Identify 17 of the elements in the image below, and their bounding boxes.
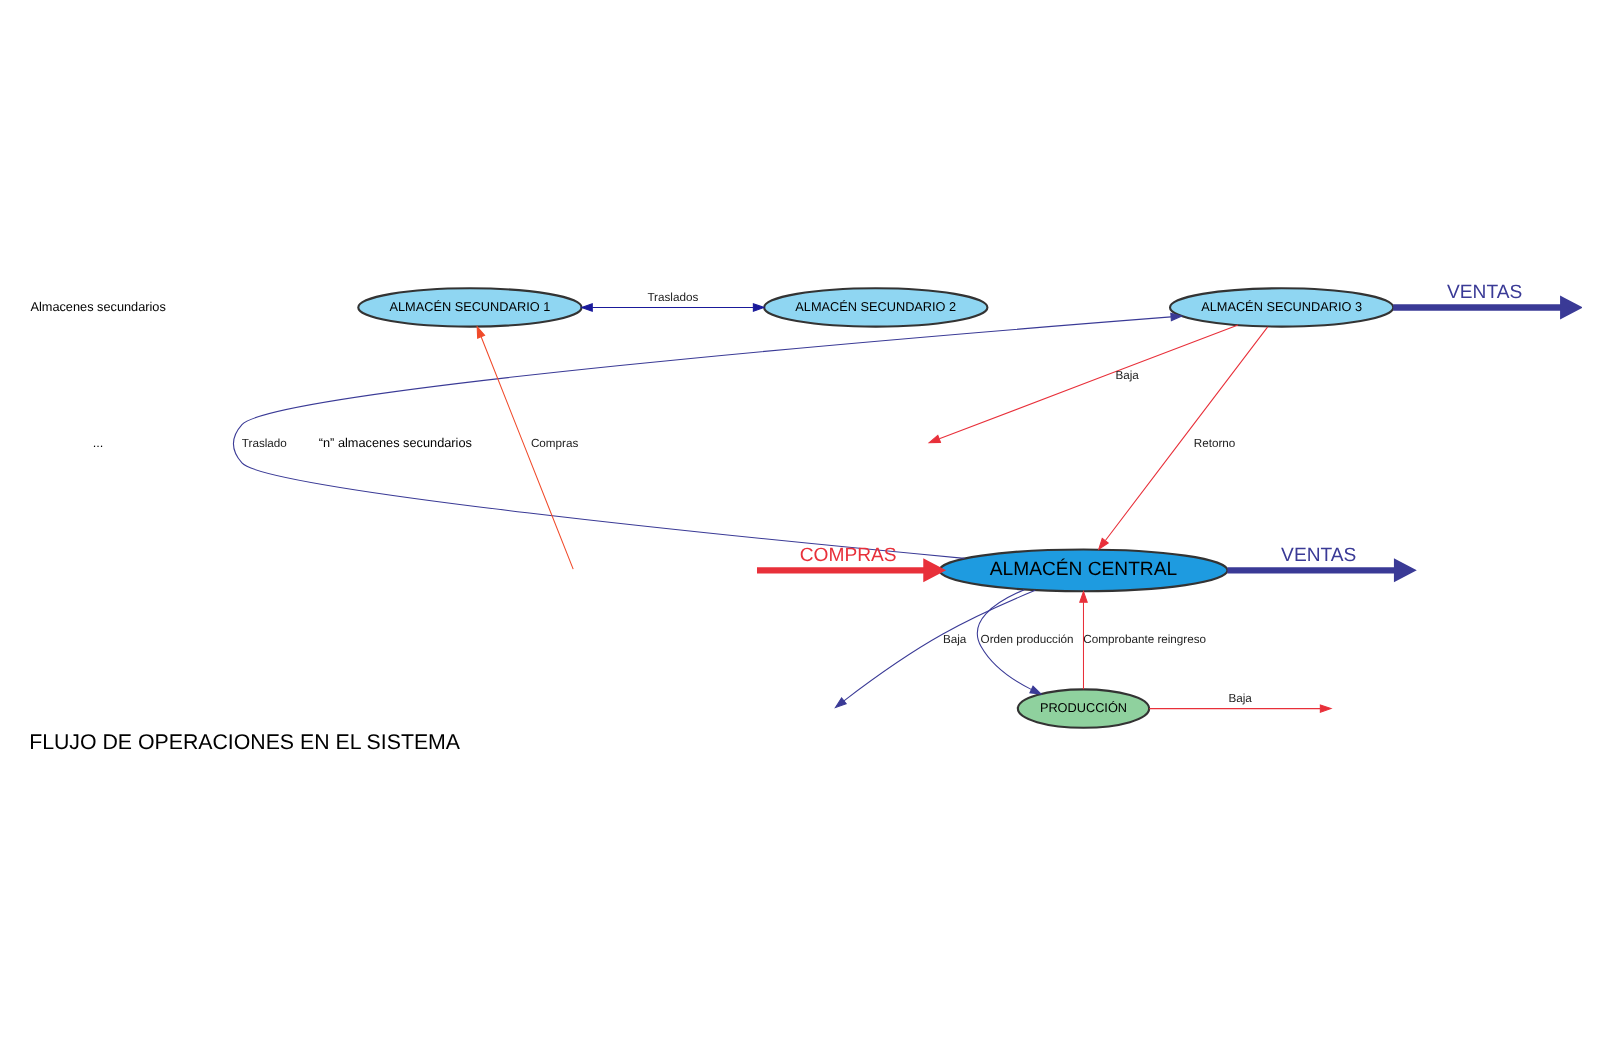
arrow (580, 301, 766, 311)
arrow (476, 324, 574, 569)
arrow (976, 588, 1043, 694)
edge-label: VENTAS (1281, 544, 1357, 567)
arrow (757, 557, 947, 582)
edge-label: COMPRAS (799, 544, 897, 567)
arrow (1097, 325, 1269, 550)
arrow (1393, 294, 1582, 319)
edge-label: VENTAS (1447, 281, 1523, 304)
arrow (232, 311, 1184, 558)
diagram-title: FLUJO DE OPERACIONES EN EL SISTEMA (29, 730, 461, 755)
arrow (1227, 557, 1417, 582)
arrow (927, 323, 1239, 443)
arrow (1079, 588, 1088, 689)
node-ellipse: ALMACÉN CENTRAL (938, 547, 1229, 592)
arrow (1148, 703, 1333, 713)
arrow (834, 588, 1036, 708)
